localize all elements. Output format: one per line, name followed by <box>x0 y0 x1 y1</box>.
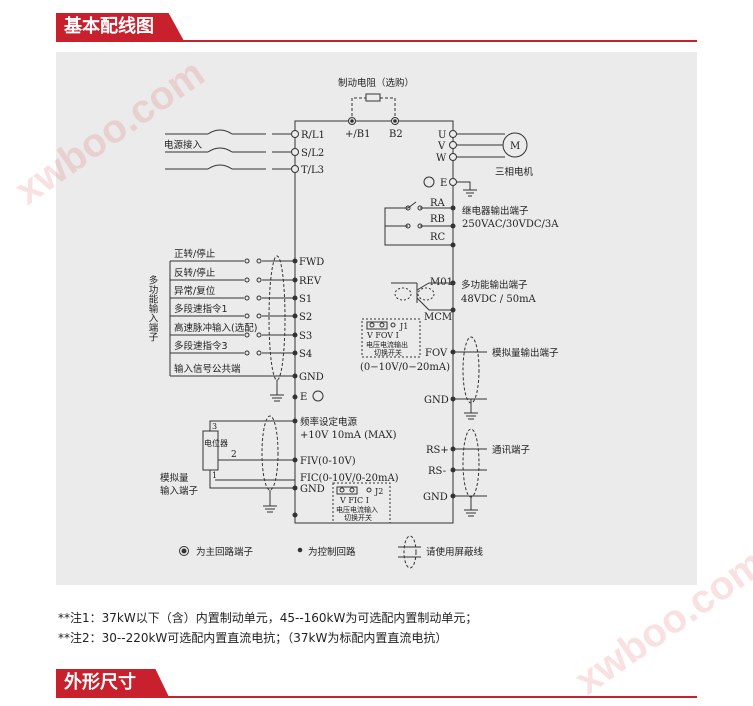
input-terminal: S1 <box>299 294 312 305</box>
control-terminal-icon <box>297 547 303 553</box>
svg-text:FIC(0-10V/0-20mA): FIC(0-10V/0-20mA) <box>300 473 399 484</box>
svg-text:J2: J2 <box>374 487 383 496</box>
input-terminal: REV <box>299 276 322 287</box>
svg-text:为主回路端子: 为主回路端子 <box>196 546 254 558</box>
svg-text:RA: RA <box>430 198 446 209</box>
svg-text:GND: GND <box>300 484 325 495</box>
input-label: 正转/停止 <box>174 248 216 260</box>
input-terminal: GND <box>299 372 324 383</box>
brake-resistor: 制动电阻（选购） +/B1 B2 <box>338 77 414 140</box>
svg-text:U: U <box>438 130 446 141</box>
svg-text:V FOV I: V FOV I <box>366 331 399 340</box>
svg-text:三相电机: 三相电机 <box>495 166 534 178</box>
mo-output: M01 MCM 多功能输出端子 48VDC / 50mA <box>391 277 537 323</box>
svg-text:T/L3: T/L3 <box>301 165 324 176</box>
svg-text:+10V 10mA (MAX): +10V 10mA (MAX) <box>300 430 397 441</box>
svg-text:输入端子: 输入端子 <box>160 485 199 497</box>
input-terminal: S4 <box>299 349 312 360</box>
svg-text:W: W <box>436 153 447 164</box>
svg-text:切换开关: 切换开关 <box>374 348 402 357</box>
input-terminal: S2 <box>299 312 312 323</box>
input-label: 异常/复位 <box>174 285 216 297</box>
svg-text:电压电流输出: 电压电流输出 <box>366 340 408 349</box>
svg-text:E: E <box>300 392 307 403</box>
svg-text:2: 2 <box>231 450 237 460</box>
potentiometer-icon <box>202 430 219 471</box>
section-header-wiring: 基本配线图 <box>56 13 697 43</box>
svg-text:(0−10V/0−20mA): (0−10V/0−20mA) <box>360 362 450 373</box>
note-2: **注2：30--220kW可选配内置直流电抗；（37kW为标配内置直流电抗） <box>58 631 448 645</box>
svg-text:RC: RC <box>430 232 446 243</box>
svg-text:RS+: RS+ <box>426 445 449 456</box>
earth-icon <box>423 176 435 188</box>
svg-text:1: 1 <box>212 471 217 480</box>
section-title: 外形尺寸 <box>56 669 169 697</box>
input-terminal: FWD <box>299 257 324 268</box>
power-input: 电源接入 R/L1 S/L2 T/L3 <box>164 129 325 176</box>
input-terminal: S3 <box>299 331 312 342</box>
svg-text:多功能输出端子: 多功能输出端子 <box>461 279 528 291</box>
divider <box>56 40 697 42</box>
svg-text:FOV: FOV <box>425 348 448 359</box>
comm-terminals: RS+ RS- GND 通讯端子 <box>423 428 531 517</box>
input-label: 输入信号公共端 <box>174 363 241 375</box>
inputs-title: 多功能输入端子 <box>147 274 159 341</box>
svg-text:FIV(0-10V): FIV(0-10V) <box>300 456 356 467</box>
svg-text:GND: GND <box>424 395 449 406</box>
motor-output: U V W M 三相电机 E <box>423 130 534 197</box>
svg-text:电位器: 电位器 <box>204 438 228 448</box>
svg-text:M: M <box>510 141 520 152</box>
section-title: 基本配线图 <box>56 13 184 41</box>
divider <box>56 696 697 698</box>
input-label: 高速脉冲输入(选配) <box>174 322 257 334</box>
relay-output: RA RB RC 继电器输出端子 250VAC/30VDC/3A <box>384 198 559 248</box>
svg-text:B2: B2 <box>389 129 403 140</box>
svg-text:切换开关: 切换开关 <box>344 513 372 522</box>
motor-icon <box>502 132 528 158</box>
svg-text:S/L2: S/L2 <box>301 148 324 159</box>
svg-text:GND: GND <box>423 492 448 503</box>
input-label: 多段速指令1 <box>174 303 228 315</box>
svg-text:E: E <box>440 178 447 189</box>
svg-text:3: 3 <box>212 422 217 431</box>
main-terminal-icon <box>179 546 189 556</box>
svg-text:为控制回路: 为控制回路 <box>308 546 356 558</box>
svg-text:请使用屏蔽线: 请使用屏蔽线 <box>426 546 484 558</box>
diagram-panel <box>56 52 697 585</box>
svg-text:通讯端子: 通讯端子 <box>492 444 531 456</box>
svg-text:模拟量: 模拟量 <box>160 472 189 484</box>
svg-text:48VDC / 50mA: 48VDC / 50mA <box>461 294 537 305</box>
svg-text:RB: RB <box>430 214 445 225</box>
svg-text:V: V <box>437 141 446 152</box>
input-shield: E <box>268 255 324 403</box>
svg-text:MCM: MCM <box>424 312 452 323</box>
j2-switch: J2 V FIC I 电压电流输入 切换开关 <box>332 482 391 524</box>
input-label: 多段速指令3 <box>174 340 228 352</box>
analog-output: FOV GND 模拟量输出端子 <box>424 336 559 420</box>
j1-switch: J1 V FOV I 电压电流输出 切换开关 (0−10V/0−20mA) <box>360 318 450 373</box>
svg-text:模拟量输出端子: 模拟量输出端子 <box>492 347 559 359</box>
svg-text:频率设定电源: 频率设定电源 <box>300 416 358 428</box>
svg-text:V FIC I: V FIC I <box>339 496 369 505</box>
svg-text:+/B1: +/B1 <box>345 129 370 140</box>
analog-input: 电位器 3 2 1 频率设定电源 +10V 10mA (MAX) FIV(0-1… <box>160 415 399 518</box>
svg-text:R/L1: R/L1 <box>301 130 325 141</box>
svg-text:J1: J1 <box>399 322 408 331</box>
legend: 为主回路端子 为控制回路 请使用屏蔽线 <box>179 535 484 569</box>
ground-icon <box>456 181 477 197</box>
svg-text:250VAC/30VDC/3A: 250VAC/30VDC/3A <box>462 219 559 230</box>
svg-text:RS-: RS- <box>428 466 446 477</box>
svg-text:继电器输出端子: 继电器输出端子 <box>462 205 529 217</box>
shield-icon <box>403 535 417 569</box>
svg-text:电压电流输入: 电压电流输入 <box>336 505 378 514</box>
svg-text:制动电阻（选购）: 制动电阻（选购） <box>338 77 414 89</box>
section-header-dimensions: 外形尺寸 <box>56 669 697 699</box>
svg-text:电源接入: 电源接入 <box>164 139 203 151</box>
input-label: 反转/停止 <box>174 267 216 279</box>
note-1: **注1：37kW以下（含）内置制动单元，45--160kW为可选配内置制动单元… <box>58 611 478 625</box>
